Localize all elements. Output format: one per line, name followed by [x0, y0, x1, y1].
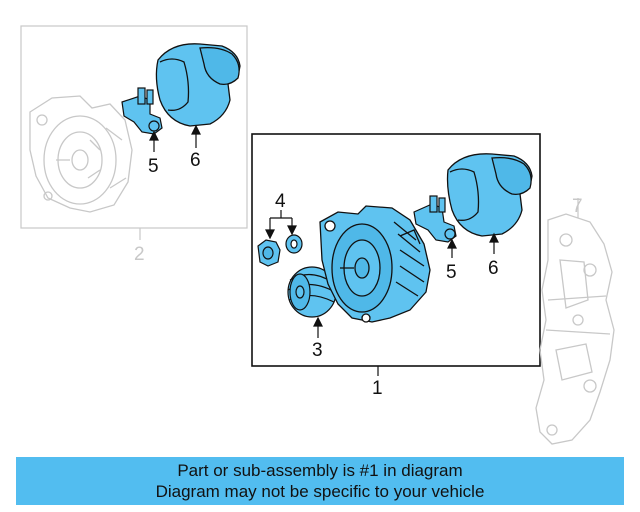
- info-banner-background: [16, 457, 624, 505]
- lower-leader-lines: [447, 232, 499, 258]
- callout-5-upper: 5: [148, 156, 159, 177]
- callout-3-leader: [313, 316, 323, 338]
- ghost-alternator-icon: [29, 95, 133, 213]
- upper-leader-lines: [149, 124, 201, 152]
- lower-regulator-bracket-icon: [413, 195, 457, 243]
- callout-6-lower: 6: [488, 258, 499, 279]
- ghost-mounting-bracket-icon: [535, 213, 615, 445]
- callout-4-bracket: [265, 210, 297, 240]
- callout-2: 2: [134, 244, 145, 265]
- callout-1: 1: [372, 378, 383, 399]
- upper-cover-icon: [155, 43, 241, 127]
- alternator-icon: [319, 205, 431, 323]
- callout-7: 7: [572, 196, 583, 217]
- banner-line-1: Part or sub-assembly is #1 in diagram: [177, 461, 463, 480]
- nut-washer-icon: [257, 234, 303, 267]
- callout-3: 3: [312, 340, 323, 361]
- callout-5-lower: 5: [446, 262, 457, 283]
- pulley-icon: [287, 266, 337, 318]
- upper-regulator-bracket-icon: [121, 87, 163, 135]
- callout-4: 4: [275, 191, 286, 212]
- lower-cover-icon: [446, 153, 533, 237]
- callout-6-upper: 6: [190, 150, 201, 171]
- banner-line-2: Diagram may not be specific to your vehi…: [155, 482, 485, 501]
- assembly-1-frame: [251, 133, 541, 367]
- assembly-2-frame: [20, 25, 248, 229]
- info-banner: Part or sub-assembly is #1 in diagram Di…: [16, 457, 624, 505]
